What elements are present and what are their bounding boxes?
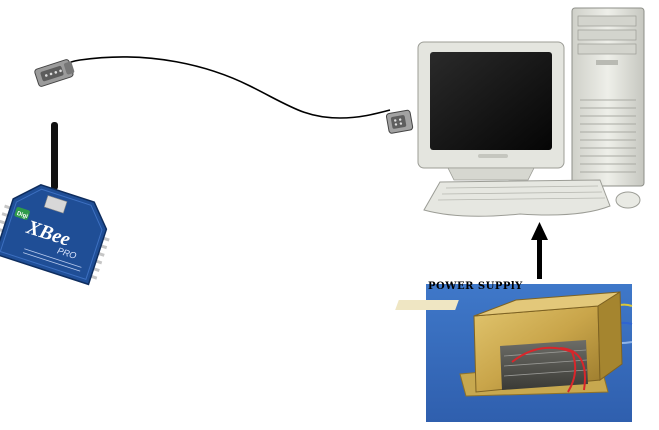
mouse bbox=[615, 191, 641, 209]
computer-monitor bbox=[417, 41, 565, 181]
xbee-brand: Digi bbox=[16, 211, 29, 220]
keyboard bbox=[423, 179, 611, 217]
computer-tower bbox=[571, 7, 645, 187]
antenna-icon bbox=[51, 122, 58, 190]
power-supply-label: POWER SUPPlY bbox=[428, 281, 523, 292]
arrow-up-icon bbox=[531, 222, 548, 279]
desktop-computer-icon bbox=[417, 7, 645, 217]
serial-connector-icon bbox=[385, 109, 414, 134]
serial-connector-icon bbox=[34, 59, 75, 87]
serial-cable bbox=[62, 56, 391, 119]
xbee-module-icon: Digi XBee PRO bbox=[0, 122, 110, 286]
transformer-icon bbox=[395, 284, 633, 422]
